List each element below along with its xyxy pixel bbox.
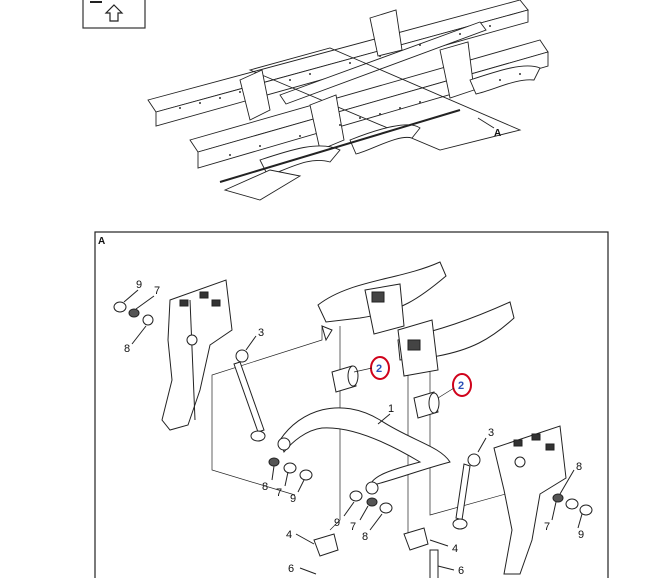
left-torque-rod (233, 335, 266, 442)
label-9a: 9 (136, 279, 142, 291)
label-8b: 8 (262, 481, 268, 493)
right-fasteners (551, 469, 593, 529)
rivet-dots (179, 25, 521, 156)
label-3a: 3 (258, 327, 264, 339)
label-7d: 7 (544, 521, 550, 533)
label-9d: 9 (578, 529, 584, 541)
svg-text:2: 2 (376, 363, 382, 375)
main-arm (277, 407, 451, 495)
label-9b: 9 (290, 493, 296, 505)
label-7a: 7 (154, 285, 160, 297)
label-6a: 6 (288, 563, 294, 575)
label-7b: 7 (276, 487, 282, 499)
label-9c: 9 (334, 517, 340, 529)
label-8a: 8 (124, 343, 130, 355)
right-torque-rod (452, 437, 487, 530)
label-8c: 8 (362, 531, 368, 543)
part-labels: 9 7 8 3 1 8 7 9 9 7 8 3 8 7 9 4 4 6 6 (124, 279, 584, 577)
label-3b: 3 (488, 427, 494, 439)
lower-left-fasteners (268, 457, 313, 493)
clamps (295, 527, 455, 578)
detail-frame (94, 231, 609, 578)
chassis-overview (147, 0, 549, 201)
lower-middle-fasteners (343, 490, 393, 531)
left-bracket (161, 279, 233, 431)
detail-letter: A (98, 236, 105, 247)
bushing-leaders (353, 367, 455, 399)
label-1: 1 (388, 403, 394, 415)
label-8d: 8 (576, 461, 582, 473)
svg-text:2: 2 (458, 380, 464, 392)
left-fasteners-top (113, 289, 155, 345)
nav-box[interactable] (82, 0, 146, 29)
label-6b: 6 (458, 565, 464, 577)
label-4b: 4 (452, 543, 458, 555)
bushings (331, 365, 440, 419)
label-4a: 4 (286, 529, 292, 541)
label-7c: 7 (350, 521, 356, 533)
up-arrow-icon (104, 4, 124, 22)
highlighted-callout-2b[interactable]: 2 (452, 373, 472, 397)
upper-mounts (317, 261, 515, 377)
right-bracket (493, 425, 567, 575)
main-view-callout: A (494, 128, 501, 139)
highlighted-callout-2a[interactable]: 2 (370, 356, 390, 380)
